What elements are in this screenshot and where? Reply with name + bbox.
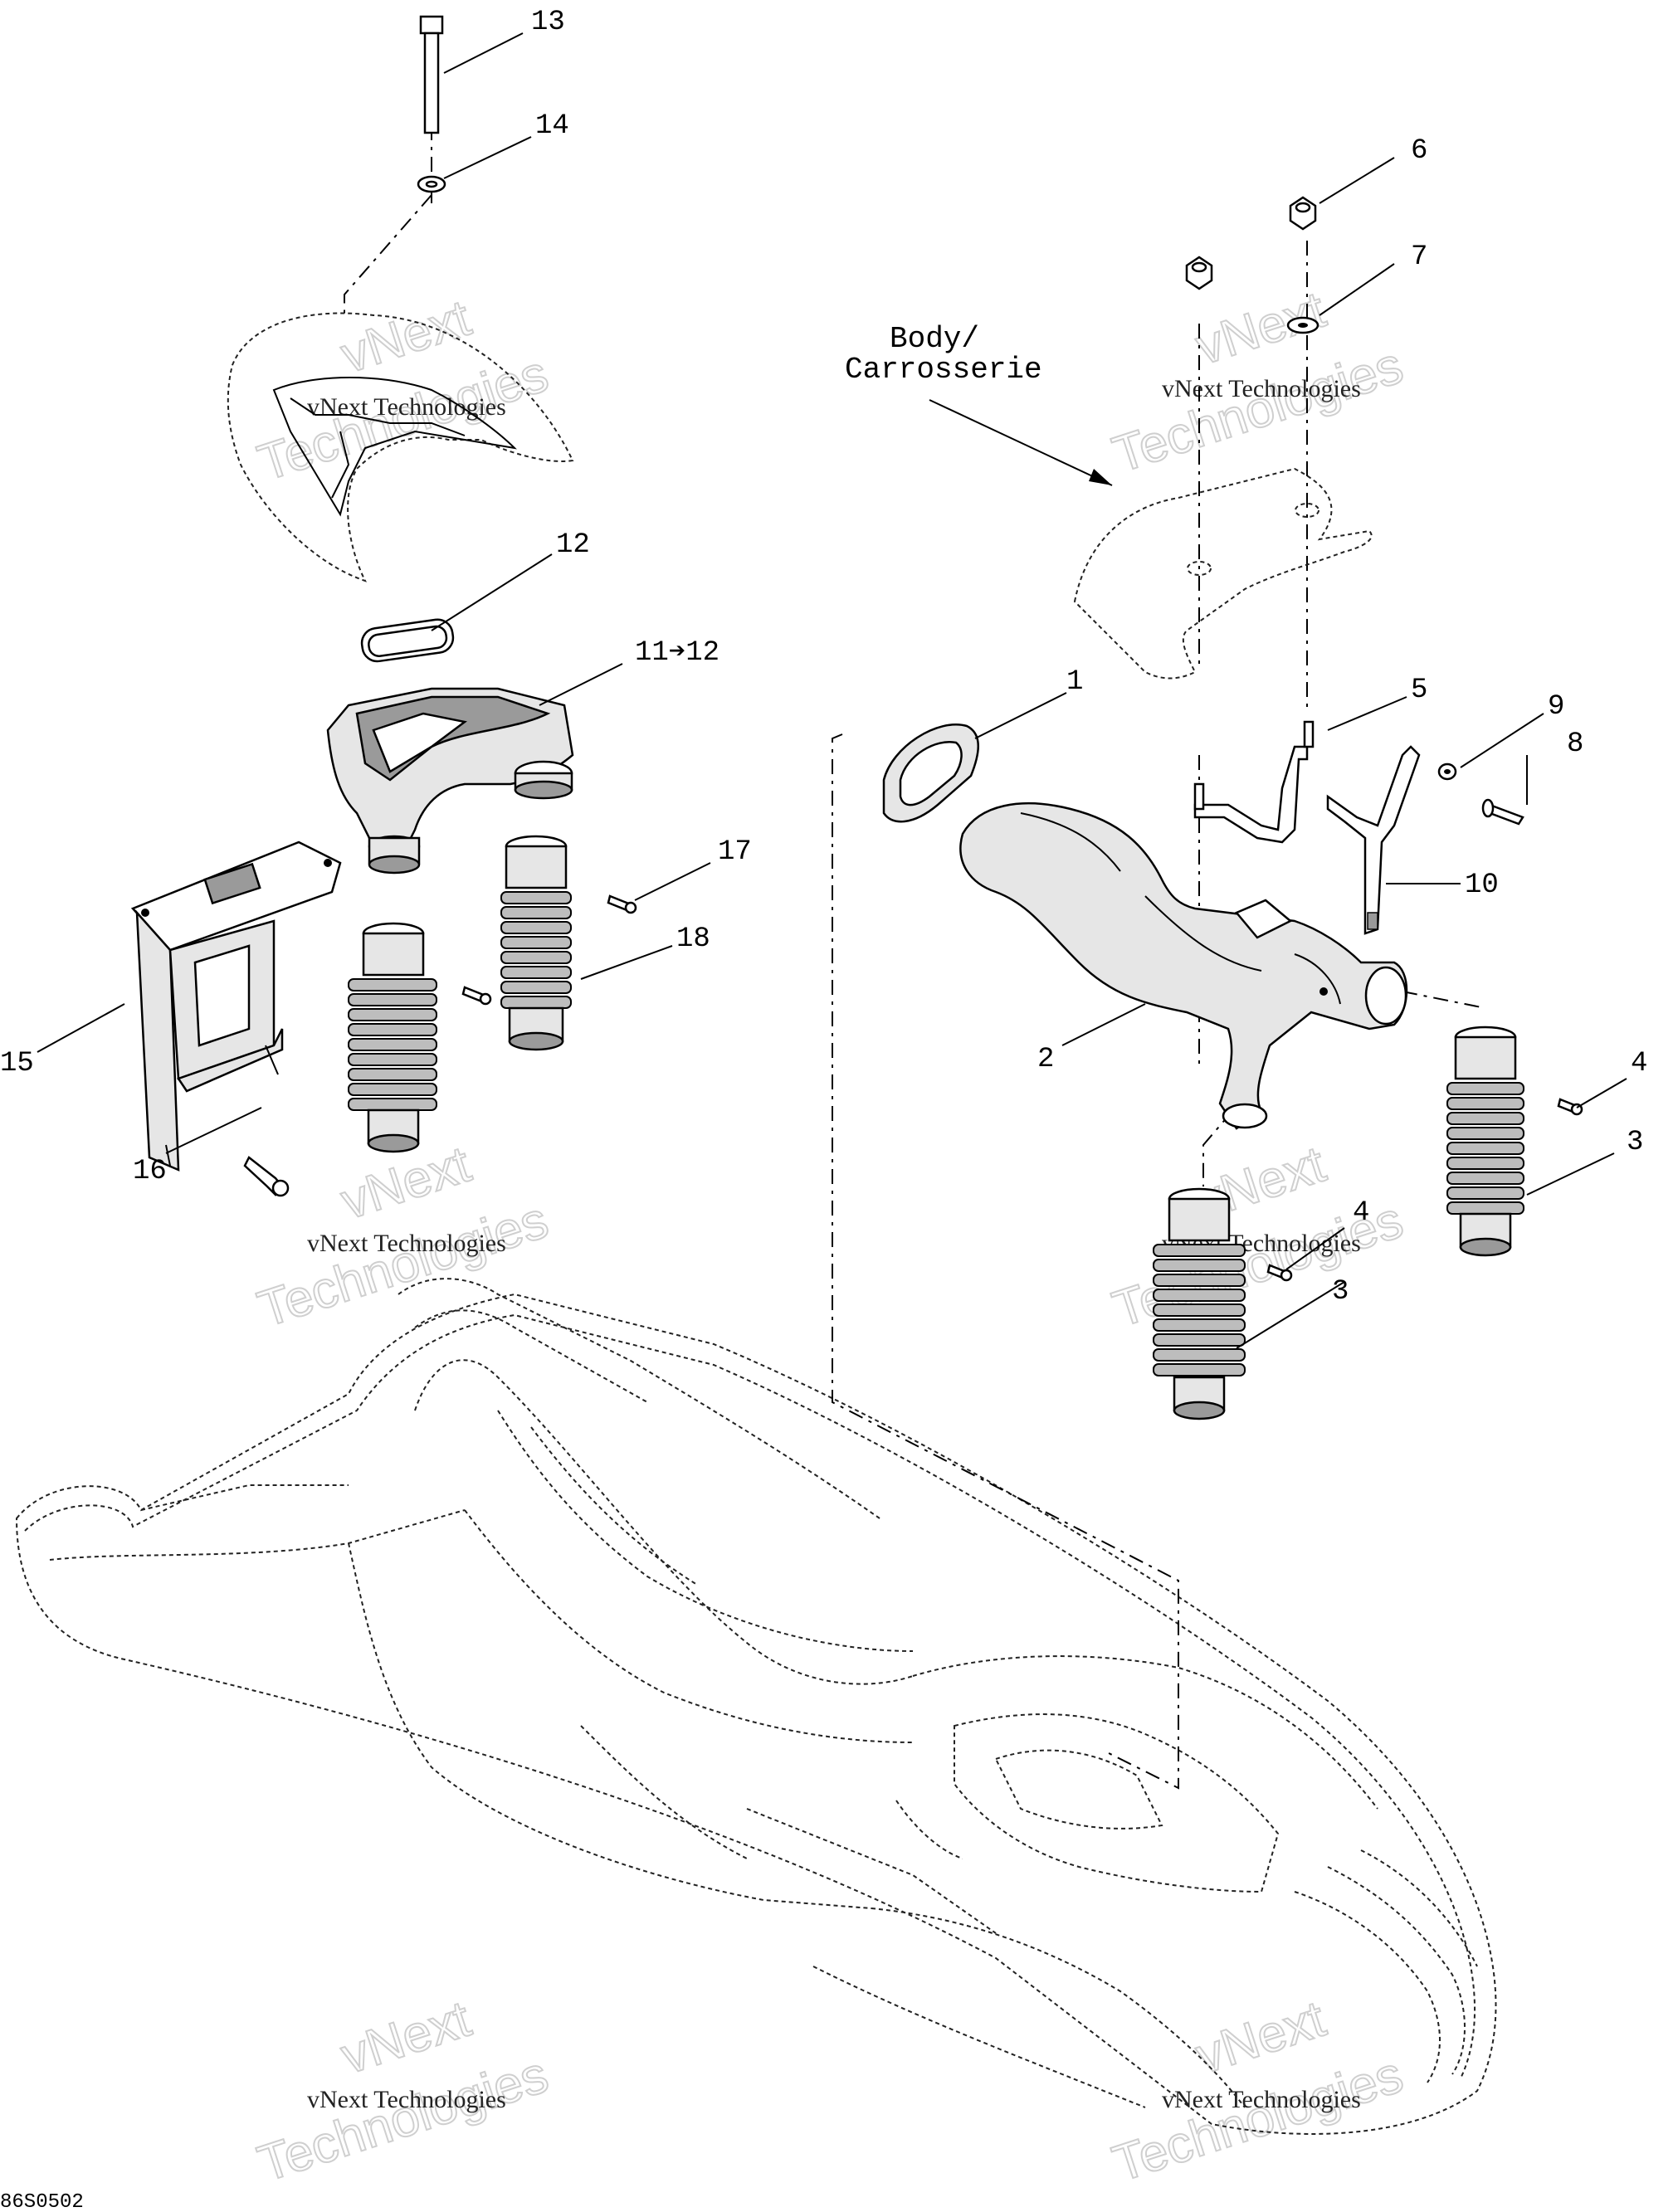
watermark-brand: vNext bbox=[1189, 1990, 1332, 2086]
body-arrowhead bbox=[1089, 469, 1112, 485]
callout-12: 12 bbox=[556, 529, 590, 561]
watermark-text: vNext Technologies bbox=[307, 1230, 506, 1257]
body-label-line1: Body/ bbox=[890, 322, 979, 356]
callout-6: 6 bbox=[1411, 135, 1427, 167]
part-12-gasket bbox=[360, 618, 455, 663]
air-intake-cover bbox=[227, 312, 574, 582]
part-16-screw bbox=[243, 1156, 290, 1197]
callout-16: 16 bbox=[133, 1156, 167, 1187]
part-17-clamp-screw bbox=[461, 894, 637, 1006]
part-3-bellows-center bbox=[1153, 1187, 1246, 1420]
callout-1: 1 bbox=[1066, 666, 1083, 698]
part-6-nut bbox=[1185, 196, 1317, 290]
part-7-washer bbox=[1286, 316, 1319, 334]
part-18-bellows-right bbox=[500, 835, 572, 1051]
watermark-bottom-right: vNext Technologies vNext Technologies bbox=[1105, 1990, 1411, 2195]
part-4-clamp-screw bbox=[1266, 1098, 1583, 1282]
watermark-top-right: vNext Technologies vNext Technologies bbox=[1105, 280, 1411, 485]
callout-7: 7 bbox=[1411, 241, 1427, 273]
callout-3a: 3 bbox=[1627, 1127, 1643, 1158]
callout-8: 8 bbox=[1567, 728, 1583, 760]
watermark-bottom-left: vNext Technologies vNext Technologies bbox=[251, 1990, 556, 2195]
callout-leaders bbox=[37, 32, 1627, 1349]
watermark-brand: vNext bbox=[334, 1990, 477, 2086]
callout-15: 15 bbox=[0, 1048, 34, 1079]
body-label-line2: Carrosserie bbox=[845, 353, 1042, 387]
callout-numbers: 13 14 12 11➔12 17 18 15 16 1 2 5 6 7 9 8… bbox=[0, 7, 1647, 1308]
body-panel bbox=[1073, 467, 1373, 680]
part-13-bolt bbox=[419, 15, 444, 134]
watermark-text: vNext Technologies bbox=[307, 393, 506, 421]
callout-13: 13 bbox=[531, 7, 565, 38]
watermark-text: vNext Technologies bbox=[1162, 2086, 1361, 2113]
watermark-mid-left: vNext Technologies vNext Technologies bbox=[251, 1135, 556, 1340]
watermark-text: vNext Technologies bbox=[307, 2086, 506, 2113]
callout-2: 2 bbox=[1037, 1044, 1054, 1075]
callout-9: 9 bbox=[1548, 691, 1564, 723]
part-3-bellows-right bbox=[1446, 1026, 1524, 1257]
callout-17: 17 bbox=[718, 836, 752, 868]
body-label-leader bbox=[929, 399, 1113, 486]
part-10-bracket bbox=[1326, 745, 1421, 935]
watermark-mid-right: vNext Technologies vNext Technologies bbox=[1105, 1135, 1411, 1340]
part-1-seal bbox=[882, 724, 979, 823]
callout-10: 10 bbox=[1465, 870, 1499, 901]
part-9-washer bbox=[1437, 763, 1457, 781]
part-11-intake-silencer bbox=[326, 687, 574, 875]
part-5-support-bracket bbox=[1193, 720, 1315, 844]
callout-5: 5 bbox=[1411, 675, 1427, 706]
drawing-code: 86S0502 bbox=[0, 2191, 84, 2212]
part-8-rivet bbox=[1481, 798, 1524, 826]
part-14-washer bbox=[417, 175, 446, 193]
watermark-text: vNext Technologies bbox=[1162, 375, 1361, 402]
watercraft-hull bbox=[15, 1278, 1497, 2135]
callout-4a: 4 bbox=[1631, 1048, 1647, 1079]
callout-4b: 4 bbox=[1353, 1197, 1369, 1229]
part-18-bellows-left bbox=[348, 922, 437, 1153]
part-2-intake-duct bbox=[959, 802, 1408, 1130]
watermark-brand: vNext bbox=[334, 290, 477, 385]
callout-3b: 3 bbox=[1332, 1276, 1349, 1308]
callout-18: 18 bbox=[676, 923, 710, 955]
callout-14: 14 bbox=[535, 110, 569, 142]
callout-11: 11➔12 bbox=[635, 637, 719, 669]
part-15-bracket bbox=[130, 840, 342, 1172]
